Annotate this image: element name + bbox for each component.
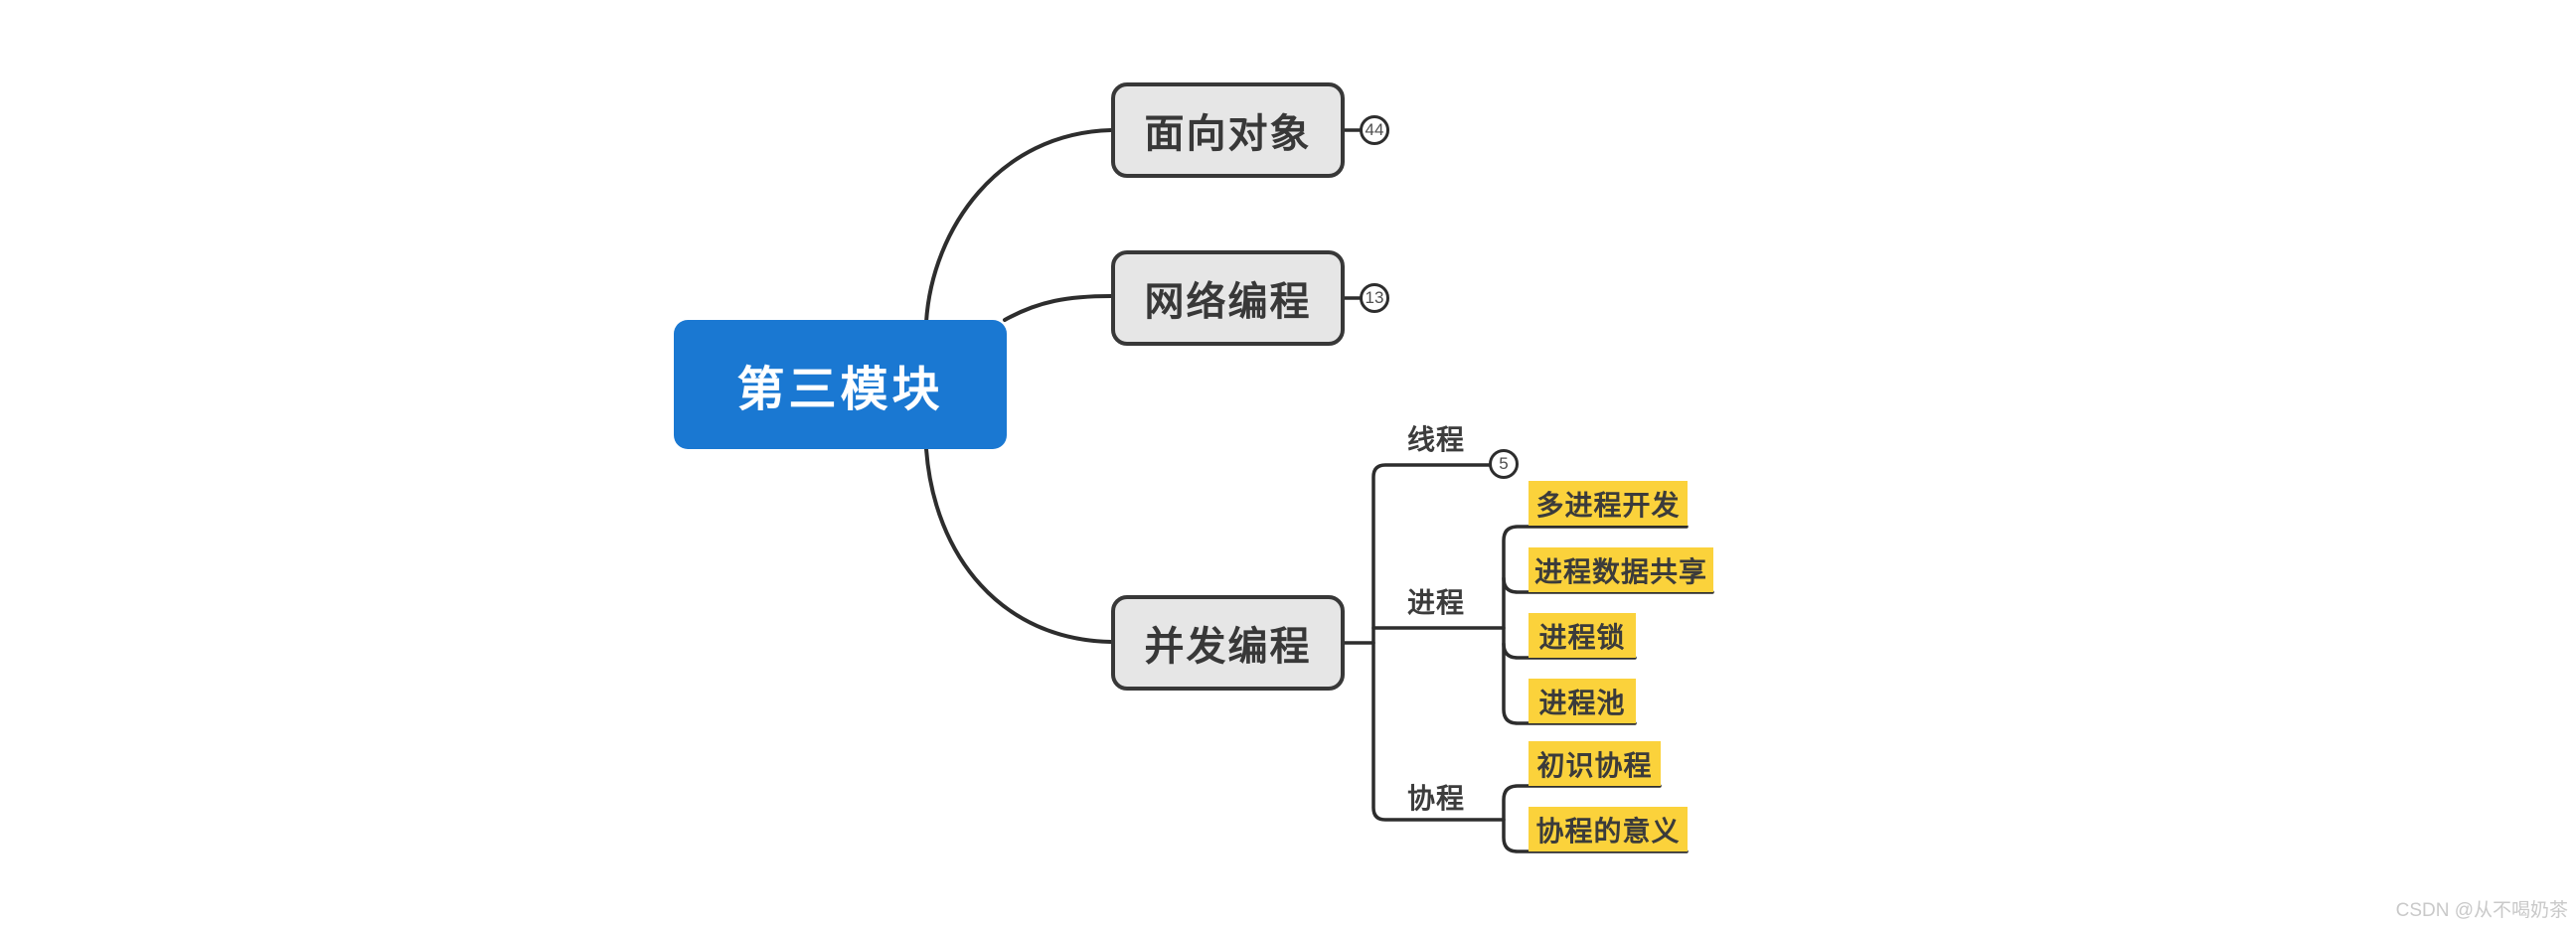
subtopic-coroutine[interactable]: 协程 [1407,783,1466,814]
csdn-watermark: CSDN @从不喝奶茶 [2395,900,2568,921]
topic-object-oriented[interactable]: 面向对象 [1111,82,1345,178]
topic-network-programming[interactable]: 网络编程 [1111,250,1345,346]
count-badge-network-programming[interactable]: 13 [1360,283,1389,313]
leaf-multiprocess-development[interactable]: 多进程开发 [1529,481,1688,526]
subtopic-thread[interactable]: 线程 [1407,424,1466,455]
topic-concurrent-programming[interactable]: 并发编程 [1111,595,1345,691]
root-topic[interactable]: 第三模块 [674,320,1007,449]
count-badge-thread[interactable]: 5 [1489,449,1519,479]
subtopic-process[interactable]: 进程 [1407,587,1466,618]
leaf-process-data-sharing[interactable]: 进程数据共享 [1529,547,1713,592]
leaf-process-pool[interactable]: 进程池 [1529,679,1636,723]
leaf-coroutine-meaning[interactable]: 协程的意义 [1529,807,1688,851]
count-badge-object-oriented[interactable]: 44 [1360,115,1389,145]
leaf-process-lock[interactable]: 进程锁 [1529,613,1636,658]
leaf-intro-coroutine[interactable]: 初识协程 [1529,741,1661,786]
